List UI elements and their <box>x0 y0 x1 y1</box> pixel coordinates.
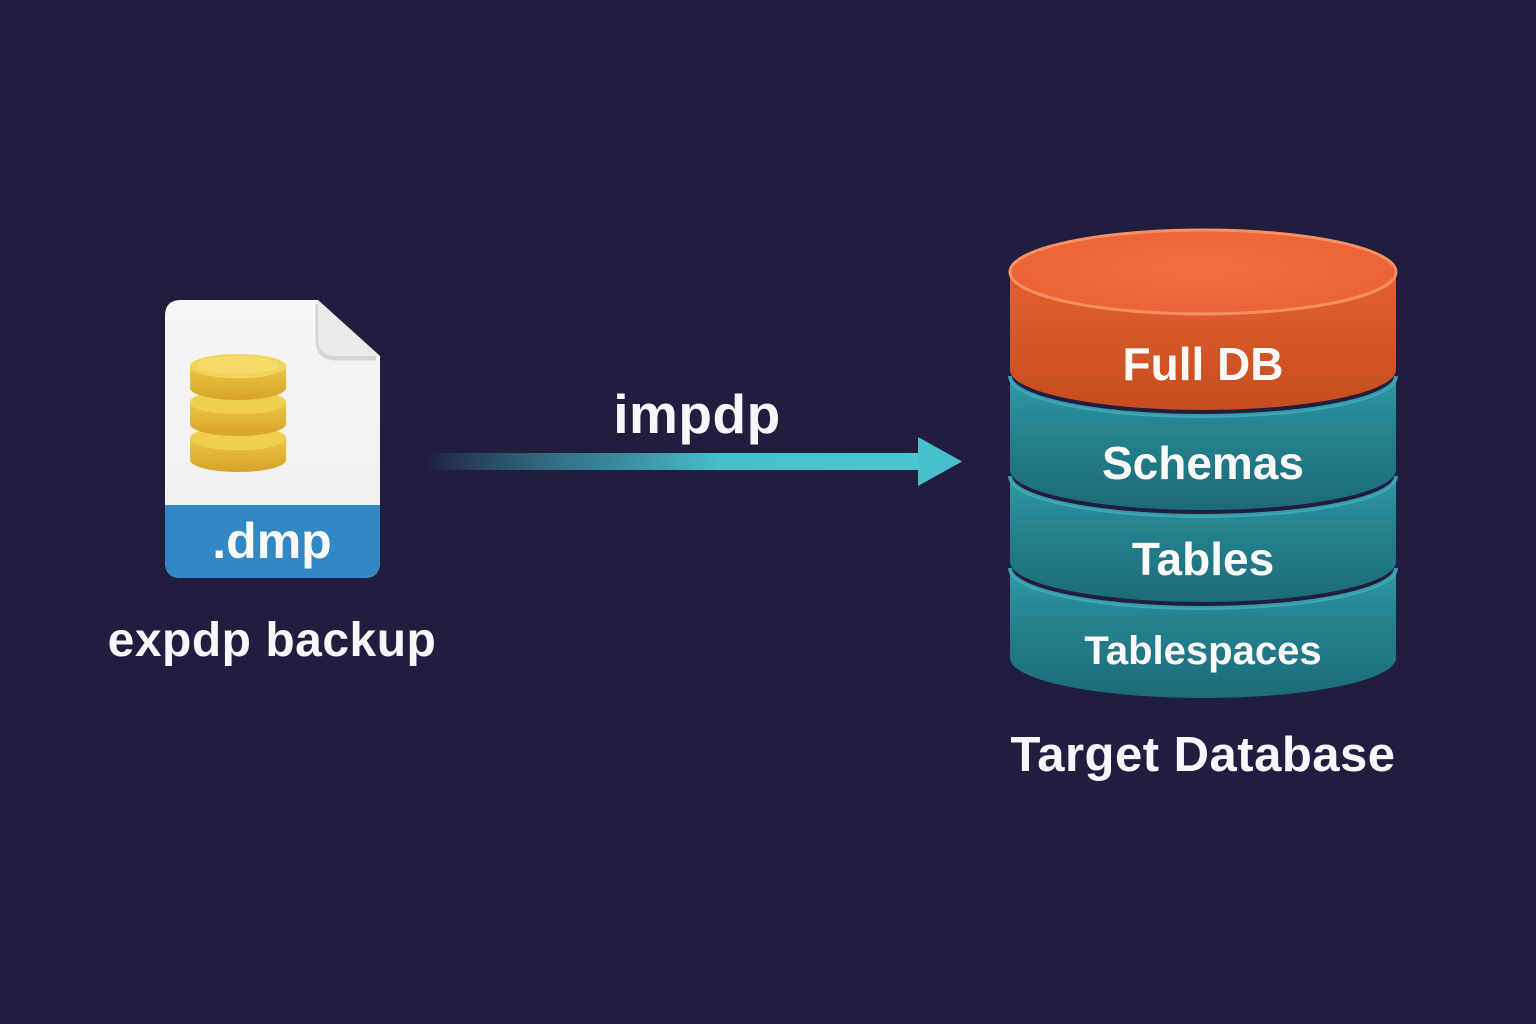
layer-tables <box>1008 475 1398 602</box>
layer-full-db <box>1008 228 1398 410</box>
target-database-icon: Full DB Schemas Tables Tablespaces <box>1008 228 1398 698</box>
layer-label-full-db: Full DB <box>1123 338 1284 390</box>
arrow-shaft <box>425 453 918 470</box>
expdp-backup-label: expdp backup <box>107 614 437 667</box>
folded-corner-shadow <box>315 304 376 361</box>
dmp-file-icon: .dmp <box>165 300 380 578</box>
file-extension-band <box>165 505 380 578</box>
transfer-arrow <box>425 437 962 486</box>
database-coins-icon <box>190 354 286 472</box>
impdp-label: impdp <box>613 383 781 445</box>
layer-label-schemas: Schemas <box>1102 437 1304 489</box>
layer-tablespaces <box>1008 567 1398 698</box>
layer-label-tables: Tables <box>1132 533 1274 585</box>
arrow-head <box>918 437 962 486</box>
folded-corner <box>318 300 380 356</box>
layer-label-tablespaces: Tablespaces <box>1084 629 1321 673</box>
layer-schemas <box>1008 375 1398 510</box>
target-database-label: Target Database <box>1010 728 1396 782</box>
file-extension-label: .dmp <box>212 513 331 569</box>
